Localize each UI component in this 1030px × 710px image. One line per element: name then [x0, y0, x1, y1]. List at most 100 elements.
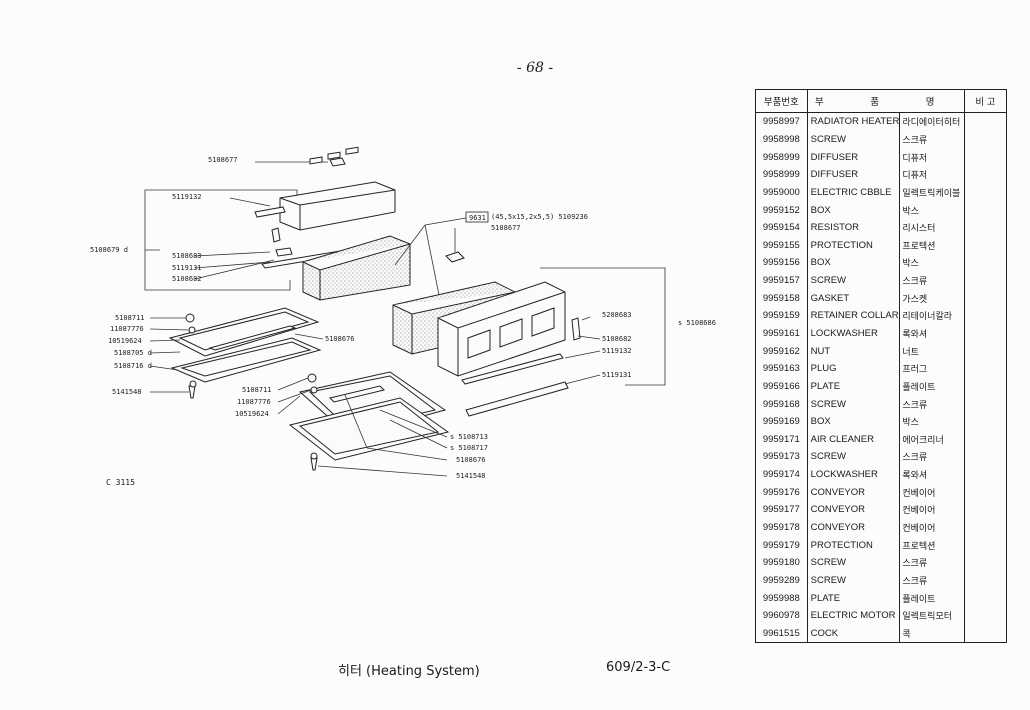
- part-name-ko-cell: 에어크리너: [899, 430, 965, 449]
- callout-5108676: 5108676: [325, 335, 355, 343]
- callout-5208683: 5208683: [602, 311, 632, 319]
- part-name-en-cell: NUT: [806, 342, 901, 360]
- callout-5119131: 5119131: [172, 264, 202, 272]
- part-name-en-cell: RESISTOR: [806, 218, 901, 237]
- part-name-ko-cell: 프로텍션: [899, 536, 965, 555]
- callout-5108676-b: 5108676: [456, 456, 486, 464]
- side-bracket-part: [571, 317, 581, 341]
- part-name-ko-cell: 디퓨저: [899, 165, 965, 184]
- part-name-en-cell: AIR CLEANER: [806, 430, 901, 449]
- footer-code: 609/2-3-C: [606, 660, 671, 675]
- note-cell: [963, 518, 1008, 537]
- note-cell: [963, 571, 1008, 590]
- lower-rail-part: [461, 353, 564, 385]
- part-number-cell: 9959177: [755, 501, 808, 519]
- part-number-cell: 9959179: [755, 536, 808, 555]
- note-cell: [963, 412, 1008, 431]
- part-name-ko-cell: 디퓨저: [899, 148, 965, 166]
- callout-5108705: 5108705 d: [114, 349, 152, 357]
- callout-5108711: 5108711: [115, 314, 145, 322]
- bottom-rail-part: [465, 381, 569, 417]
- callout-5119131-b: 5119131: [602, 371, 632, 379]
- note-cell: [963, 377, 1008, 396]
- callout-5108683: 5108683: [172, 252, 202, 260]
- part-name-en-cell: SCREW: [806, 448, 901, 466]
- part-number-cell: 9959176: [755, 483, 808, 502]
- part-name-ko-cell: 리테이너칼라: [899, 307, 965, 325]
- part-name-en-cell: PLUG: [806, 359, 901, 378]
- header-name: 부 품 명: [806, 89, 965, 113]
- part-name-ko-cell: 가스켓: [899, 289, 965, 308]
- footer-title: 히터 (Heating System): [338, 664, 480, 679]
- part-name-ko-cell: 스크류: [899, 130, 965, 149]
- part-number-cell: 9958999: [755, 165, 808, 184]
- part-number-cell: 9958999: [755, 148, 808, 166]
- note-cell: [963, 501, 1008, 519]
- part-name-ko-cell: 컨베이어: [899, 501, 965, 519]
- note-cell: [963, 254, 1008, 272]
- part-number-cell: 9961515: [755, 624, 808, 644]
- filter-tray-right: [288, 371, 450, 461]
- note-cell: [963, 448, 1008, 466]
- note-cell: [963, 430, 1008, 449]
- note-cell: [963, 589, 1008, 607]
- callout-5141548-b: 5141548: [456, 472, 486, 480]
- part-number-cell: 9959162: [755, 342, 808, 360]
- callout-5108679: 5108679 d: [90, 246, 128, 254]
- part-number-cell: 9959163: [755, 359, 808, 378]
- callout-5141548: 5141548: [112, 388, 142, 396]
- note-cell: [963, 342, 1008, 360]
- part-name-en-cell: RETAINER COLLAR: [806, 307, 901, 325]
- callout-10519624: 10519624: [108, 337, 142, 345]
- filter-tray-lower: [170, 337, 322, 383]
- note-cell: [963, 359, 1008, 378]
- part-number-cell: 9959166: [755, 377, 808, 396]
- callout-5108682-b: 5108682: [602, 335, 632, 343]
- part-number-cell: 9959154: [755, 218, 808, 237]
- note-cell: [963, 130, 1008, 149]
- part-number-cell: 9958998: [755, 130, 808, 149]
- part-name-en-cell: SCREW: [806, 571, 901, 590]
- part-number-cell: 9959159: [755, 307, 808, 325]
- part-name-en-cell: BOX: [806, 412, 901, 431]
- figure-id: C 3115: [106, 478, 135, 487]
- part-name-en-cell: PLATE: [806, 589, 901, 607]
- note-cell: [963, 271, 1008, 290]
- note-cell: [963, 148, 1008, 166]
- callout-5108677: 5108677: [208, 156, 238, 164]
- note-cell: [963, 289, 1008, 308]
- part-number-cell: 9960978: [755, 606, 808, 625]
- callout-dimensions: (45,5x15,2x5,5) 5109236: [491, 213, 588, 221]
- page-number: - 68 -: [516, 60, 554, 76]
- part-name-en-cell: CONVEYOR: [806, 518, 901, 537]
- part-name-ko-cell: 플레이트: [899, 589, 965, 607]
- part-number-cell: 9959988: [755, 589, 808, 607]
- part-number-cell: 9959161: [755, 324, 808, 343]
- part-name-en-cell: SCREW: [806, 130, 901, 149]
- part-name-en-cell: CONVEYOR: [806, 501, 901, 519]
- note-cell: [963, 395, 1008, 413]
- part-name-en-cell: RADIATOR HEATER: [806, 112, 901, 131]
- part-number-cell: 9959155: [755, 236, 808, 255]
- callout-11087776-b: 11087776: [237, 398, 271, 406]
- note-cell: [963, 483, 1008, 502]
- part-name-ko-cell: 스크류: [899, 571, 965, 590]
- upper-diffuser-part: [279, 146, 396, 231]
